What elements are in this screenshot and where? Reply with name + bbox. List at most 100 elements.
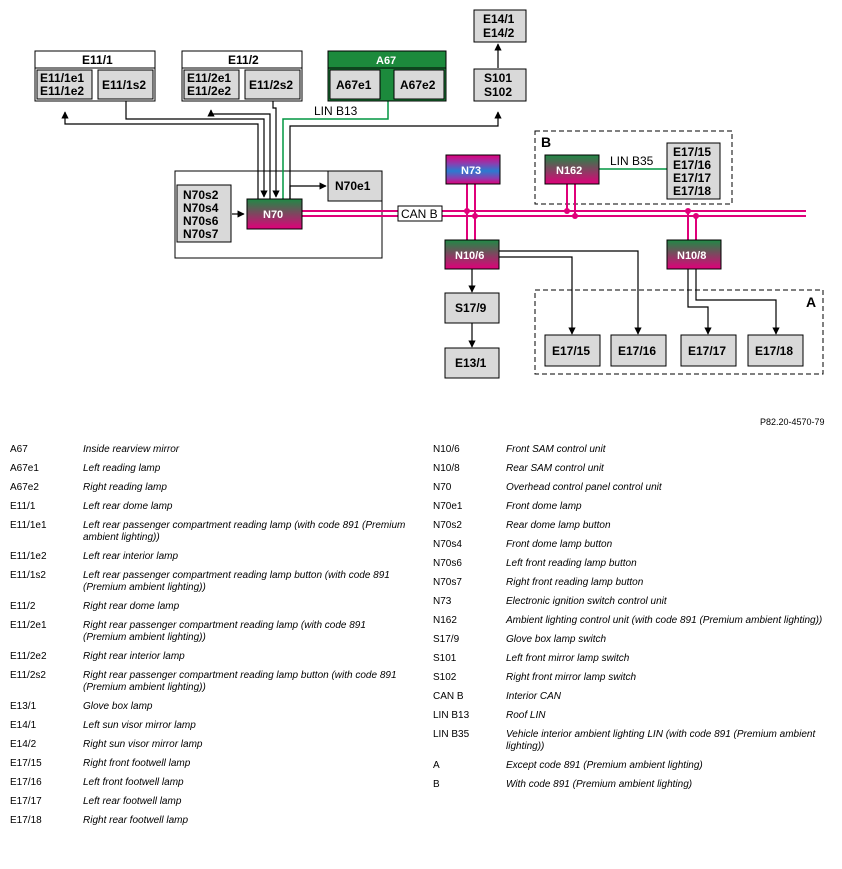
- e17-16-block: E17/16: [610, 334, 667, 367]
- n162-block: N162: [544, 154, 600, 185]
- legend-code: S102: [433, 672, 457, 683]
- legend-row: E14/1 Left sun visor mirror lamp: [10, 720, 410, 739]
- legend-description: Glove box lamp switch: [506, 634, 607, 645]
- legend-row: N70 Overhead control panel control unit: [433, 482, 838, 501]
- legend-description: With code 891 (Premium ambient lighting): [506, 779, 693, 790]
- legend-row: E17/18 Right rear footwell lamp: [10, 815, 410, 834]
- legend-description: Right front mirror lamp switch: [506, 672, 637, 683]
- legend-code: A67: [10, 444, 28, 455]
- can-b-junctions: [464, 208, 699, 219]
- legend-code: E11/1: [10, 501, 36, 512]
- n70-block: N70: [246, 198, 303, 230]
- legend-code: N70s7: [433, 577, 462, 588]
- legend-description: Right rear dome lamp: [83, 601, 180, 612]
- group-a-frame: [534, 289, 824, 375]
- legend-description: Overhead control panel control unit: [506, 482, 662, 493]
- legend-description: Front dome lamp: [506, 501, 582, 512]
- legend-description: Right rear passenger compartment reading…: [83, 670, 397, 693]
- legend-code: E11/2e1: [10, 620, 47, 631]
- legend-description: Left sun visor mirror lamp: [83, 720, 196, 731]
- legend-code: E11/2: [10, 601, 36, 612]
- e14-block: E14/1 E14/2: [473, 9, 527, 43]
- svg-text:E11/1e2: E11/1e2: [40, 84, 84, 98]
- reference-number: P82.20-4570-79: [760, 417, 825, 427]
- svg-text:E17/15: E17/15: [552, 344, 590, 358]
- legend-description: Front dome lamp button: [506, 539, 613, 550]
- svg-text:N70s4: N70s4: [183, 201, 219, 215]
- group-b-frame: [534, 130, 733, 205]
- legend-code: N70s6: [433, 558, 462, 569]
- wiring-diagram: B A CAN B LIN B13 LIN B35: [34, 9, 824, 379]
- legend-description: Right rear footwell lamp: [83, 815, 189, 826]
- e17-group-b-block: E17/15 E17/16 E17/17 E17/18: [666, 142, 721, 200]
- legend-code: N10/8: [433, 463, 460, 474]
- s101-block: S101 S102: [473, 68, 527, 102]
- legend-description: Vehicle interior ambient lighting LIN (w…: [506, 729, 816, 752]
- legend-description: Inside rearview mirror: [83, 444, 180, 455]
- legend-description: Left front footwell lamp: [83, 777, 184, 788]
- svg-text:S102: S102: [484, 85, 512, 99]
- legend-code: N70: [433, 482, 452, 493]
- legend-code: E11/1s2: [10, 570, 46, 581]
- legend-code: E11/2s2: [10, 670, 46, 681]
- e13-1-block: E13/1: [444, 347, 500, 379]
- svg-text:A67e2: A67e2: [400, 78, 436, 92]
- svg-text:E11/2e2: E11/2e2: [187, 84, 231, 98]
- svg-text:S101: S101: [484, 71, 512, 85]
- legend-description: Left rear passenger compartment reading …: [83, 570, 390, 593]
- legend-description: Right sun visor mirror lamp: [83, 739, 203, 750]
- svg-text:N70s7: N70s7: [183, 227, 219, 241]
- svg-text:E17/16: E17/16: [673, 158, 711, 172]
- legend-row: E11/1s2 Left rear passenger compartment r…: [10, 570, 410, 601]
- n73-block: N73: [445, 154, 501, 185]
- legend-description: Glove box lamp: [83, 701, 153, 712]
- svg-text:N70e1: N70e1: [335, 179, 371, 193]
- svg-text:E14/2: E14/2: [483, 26, 515, 40]
- group-b-label: B: [541, 134, 551, 150]
- lin-b13-label: LIN B13: [314, 104, 358, 118]
- legend-code: A: [433, 760, 440, 771]
- legend-code: A67e2: [10, 482, 39, 493]
- legend-description: Left rear interior lamp: [83, 551, 179, 562]
- svg-text:E17/15: E17/15: [673, 145, 711, 159]
- legend-description: Except code 891 (Premium ambient lightin…: [506, 760, 703, 771]
- svg-text:N70: N70: [263, 209, 283, 221]
- legend-code: E17/18: [10, 815, 42, 826]
- svg-text:E17/17: E17/17: [673, 171, 711, 185]
- legend-row: E11/2 Right rear dome lamp: [10, 601, 410, 620]
- legend-description: Front SAM control unit: [506, 444, 606, 455]
- svg-text:N10/8: N10/8: [677, 250, 706, 262]
- can-b-label: CAN B: [401, 207, 438, 221]
- lin-b35-label: LIN B35: [610, 154, 654, 168]
- legend-description: Interior CAN: [506, 691, 562, 702]
- legend-row: E11/2s2 Right rear passenger compartment …: [10, 670, 410, 701]
- svg-text:E17/17: E17/17: [688, 344, 726, 358]
- a67-block: A67 A67e1 A67e2: [327, 50, 447, 102]
- legend-description: Left rear passenger compartment reading …: [83, 520, 406, 543]
- svg-text:E17/16: E17/16: [618, 344, 656, 358]
- svg-text:E17/18: E17/18: [673, 184, 711, 198]
- legend-code: E14/1: [10, 720, 37, 731]
- legend-description: Roof LIN: [506, 710, 546, 721]
- svg-text:E11/2: E11/2: [228, 53, 259, 67]
- svg-text:E14/1: E14/1: [483, 12, 515, 26]
